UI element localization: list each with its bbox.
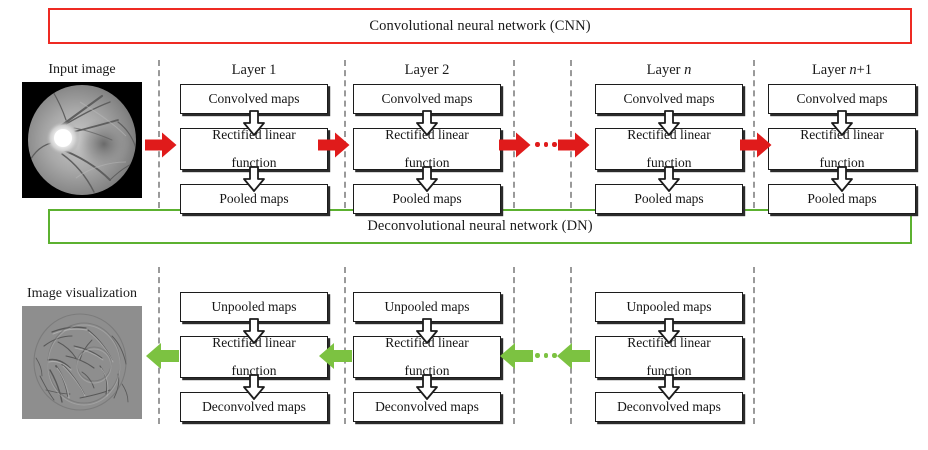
cnn-box-pooled-maps-1: Pooled maps [180,184,328,214]
cnn-banner: Convolutional neural network (CNN) [48,8,912,44]
output-image-caption: Image visualization [12,286,152,302]
flow-down-arrow-icon [658,374,680,400]
cnn-column-title-4: Layer n+1 [811,62,873,78]
dn-banner: Deconvolutional neural network (DN) [48,209,912,244]
cnn-column-title-2: Layer 2 [404,62,450,78]
backward-arrow-icon-3 [499,342,533,370]
dn-box-unpooled-maps-2: Unpooled maps [353,292,501,322]
column-separator-bottom-2 [344,267,346,424]
cnn-box-convolved-maps-2: Convolved maps [353,84,501,114]
backward-arrow-icon-1 [145,342,179,370]
flow-down-arrow-icon [416,166,438,192]
flow-down-arrow-icon [831,166,853,192]
forward-arrow-icon-5 [740,132,772,158]
flow-down-arrow-icon [243,110,265,136]
flow-down-arrow-icon [416,110,438,136]
forward-arrow-icon-4 [558,132,590,158]
backward-arrow-icon-4 [556,342,590,370]
input-image-caption-label: Input image [48,62,116,77]
backward-ellipsis-icon [535,353,557,358]
cnn-box-convolved-maps-1: Convolved maps [180,84,328,114]
dn-box-deconvolved-maps-1: Deconvolved maps [180,392,328,422]
column-separator-top-2 [344,60,346,208]
flow-down-arrow-icon [243,374,265,400]
cnn-box-convolved-maps-4: Convolved maps [768,84,916,114]
cnn-banner-label: Convolutional neural network (CNN) [369,17,591,34]
cnn-box-convolved-maps-3: Convolved maps [595,84,743,114]
flow-down-arrow-icon [658,110,680,136]
flow-down-arrow-icon [243,166,265,192]
output-image-caption-label: Image visualization [26,286,138,301]
output-visualization-image [22,306,142,419]
input-image-caption: Input image [22,62,142,78]
forward-arrow-icon-2 [318,132,350,158]
column-separator-bottom-5 [753,267,755,424]
cnn-column-title-1: Layer 1 [231,62,277,78]
flow-down-arrow-icon [831,110,853,136]
flow-down-arrow-icon [416,318,438,344]
flow-down-arrow-icon [658,318,680,344]
dn-banner-label: Deconvolutional neural network (DN) [367,218,593,234]
forward-arrow-icon-3 [499,132,531,158]
column-separator-top-5 [753,60,755,208]
column-separator-top-3 [513,60,515,208]
flow-down-arrow-icon [416,374,438,400]
input-fundus-image [22,82,142,198]
forward-arrow-icon-1 [145,132,177,158]
flow-down-arrow-icon [243,318,265,344]
flow-down-arrow-icon [658,166,680,192]
column-separator-top-4 [570,60,572,208]
column-separator-top-1 [158,60,160,208]
cnn-column-title-3: Layer n [646,62,692,78]
forward-ellipsis-icon [535,142,557,147]
backward-arrow-icon-2 [318,342,352,370]
